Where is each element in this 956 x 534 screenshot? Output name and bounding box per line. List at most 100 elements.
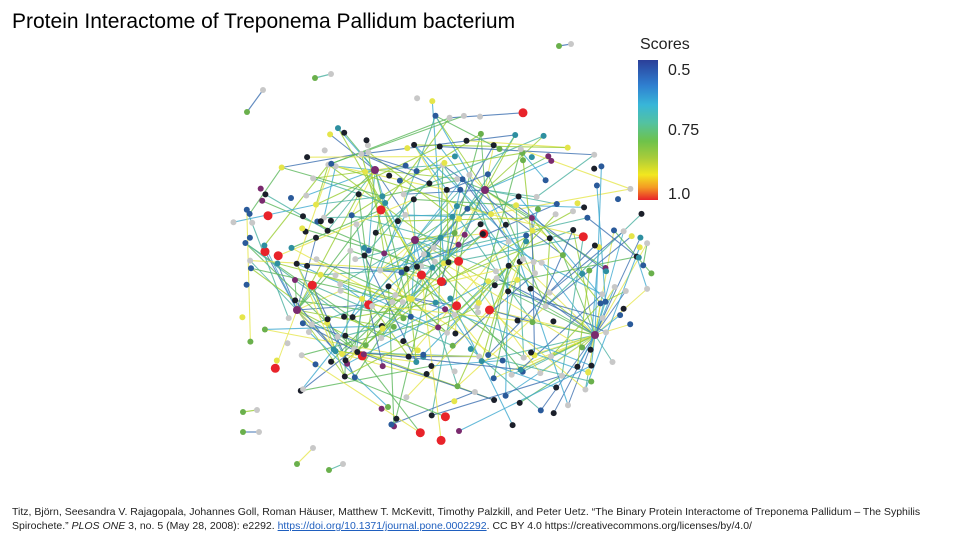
protein-node — [488, 211, 495, 218]
interaction-edge — [246, 89, 264, 113]
protein-node — [565, 402, 571, 409]
protein-node — [586, 267, 593, 274]
interaction-edge — [408, 241, 509, 357]
protein-node — [332, 272, 339, 279]
interaction-edge — [399, 180, 416, 241]
protein-node — [377, 267, 384, 274]
interaction-edge — [484, 189, 606, 269]
interaction-edge — [446, 234, 466, 333]
protein-node — [603, 329, 609, 336]
protein-node — [550, 410, 557, 417]
interaction-edge — [355, 237, 441, 260]
interaction-edge — [516, 204, 585, 208]
protein-node — [436, 143, 443, 150]
citation-journal: PLOS ONE — [71, 520, 126, 532]
protein-node — [432, 112, 439, 119]
protein-node — [627, 321, 634, 328]
interaction-edge — [413, 144, 448, 191]
protein-node — [534, 206, 541, 213]
protein-node — [609, 359, 616, 365]
interaction-edge — [307, 155, 455, 158]
protein-node — [347, 247, 354, 254]
interaction-edge — [414, 216, 453, 241]
protein-node — [523, 238, 530, 245]
protein-node — [467, 346, 474, 352]
protein-node — [537, 407, 544, 414]
interaction-edge — [437, 164, 444, 328]
protein-node — [447, 295, 454, 302]
protein-node — [414, 95, 421, 102]
interaction-edge — [507, 290, 596, 336]
interaction-edge — [265, 193, 328, 232]
interaction-edge — [246, 209, 251, 342]
interaction-edge — [312, 284, 453, 347]
protein-node — [244, 109, 250, 115]
protein-node — [411, 141, 418, 148]
protein-node — [371, 166, 379, 174]
protein-node — [437, 234, 444, 241]
protein-node — [640, 262, 647, 269]
protein-node — [548, 157, 555, 164]
protein-node — [243, 281, 250, 288]
protein-node — [376, 205, 386, 215]
protein-node — [588, 362, 595, 369]
protein-node — [261, 326, 268, 333]
protein-node — [328, 358, 335, 365]
protein-node — [403, 266, 410, 272]
protein-node — [502, 221, 509, 228]
interaction-edge — [320, 274, 403, 303]
protein-node — [372, 229, 379, 236]
protein-node — [420, 251, 427, 258]
protein-node — [379, 363, 386, 370]
protein-node — [518, 108, 528, 118]
interaction-edge — [536, 154, 595, 198]
protein-node — [413, 359, 420, 365]
protein-node — [564, 144, 571, 151]
protein-node — [278, 164, 285, 171]
protein-node — [240, 409, 246, 415]
protein-node — [476, 353, 483, 360]
protein-node — [312, 75, 318, 81]
protein-node — [602, 298, 609, 305]
interaction-edge — [328, 115, 465, 166]
citation-doi-link[interactable]: https://doi.org/10.1371/journal.pone.000… — [277, 520, 487, 532]
protein-node — [523, 232, 530, 239]
protein-node — [270, 363, 280, 373]
protein-node — [477, 130, 484, 137]
protein-node — [537, 370, 544, 377]
interaction-edge — [521, 152, 547, 181]
protein-node — [340, 461, 346, 467]
interaction-edge — [484, 145, 495, 191]
protein-node — [254, 407, 260, 413]
protein-node — [496, 146, 503, 152]
interaction-edge — [487, 245, 596, 356]
citation-details: 3, no. 5 (May 28, 2008): e2292. — [128, 520, 275, 532]
protein-node — [381, 250, 388, 257]
protein-node — [342, 357, 349, 364]
protein-node — [413, 168, 420, 175]
interaction-edge — [462, 178, 510, 242]
protein-node — [620, 305, 627, 312]
protein-node — [587, 346, 594, 353]
protein-node — [284, 340, 291, 347]
interaction-edge — [379, 196, 519, 271]
protein-node — [379, 325, 386, 332]
protein-node — [509, 422, 516, 429]
interaction-edge — [540, 334, 596, 374]
protein-node — [312, 361, 319, 368]
interaction-edge — [431, 359, 503, 367]
protein-node — [622, 288, 629, 294]
protein-node — [493, 275, 500, 282]
interaction-edge — [502, 359, 592, 383]
protein-node — [328, 71, 334, 77]
interaction-edge — [484, 189, 537, 198]
protein-node — [354, 349, 361, 355]
citation-authors: Titz, Björn, Seesandra V. Rajagopala, Jo… — [12, 506, 589, 518]
interaction-edge — [364, 255, 417, 363]
interaction-edge — [300, 349, 335, 392]
protein-node — [304, 154, 311, 161]
protein-node — [550, 318, 557, 325]
protein-node — [463, 137, 470, 144]
protein-node — [260, 247, 270, 257]
interaction-edge — [576, 270, 590, 367]
